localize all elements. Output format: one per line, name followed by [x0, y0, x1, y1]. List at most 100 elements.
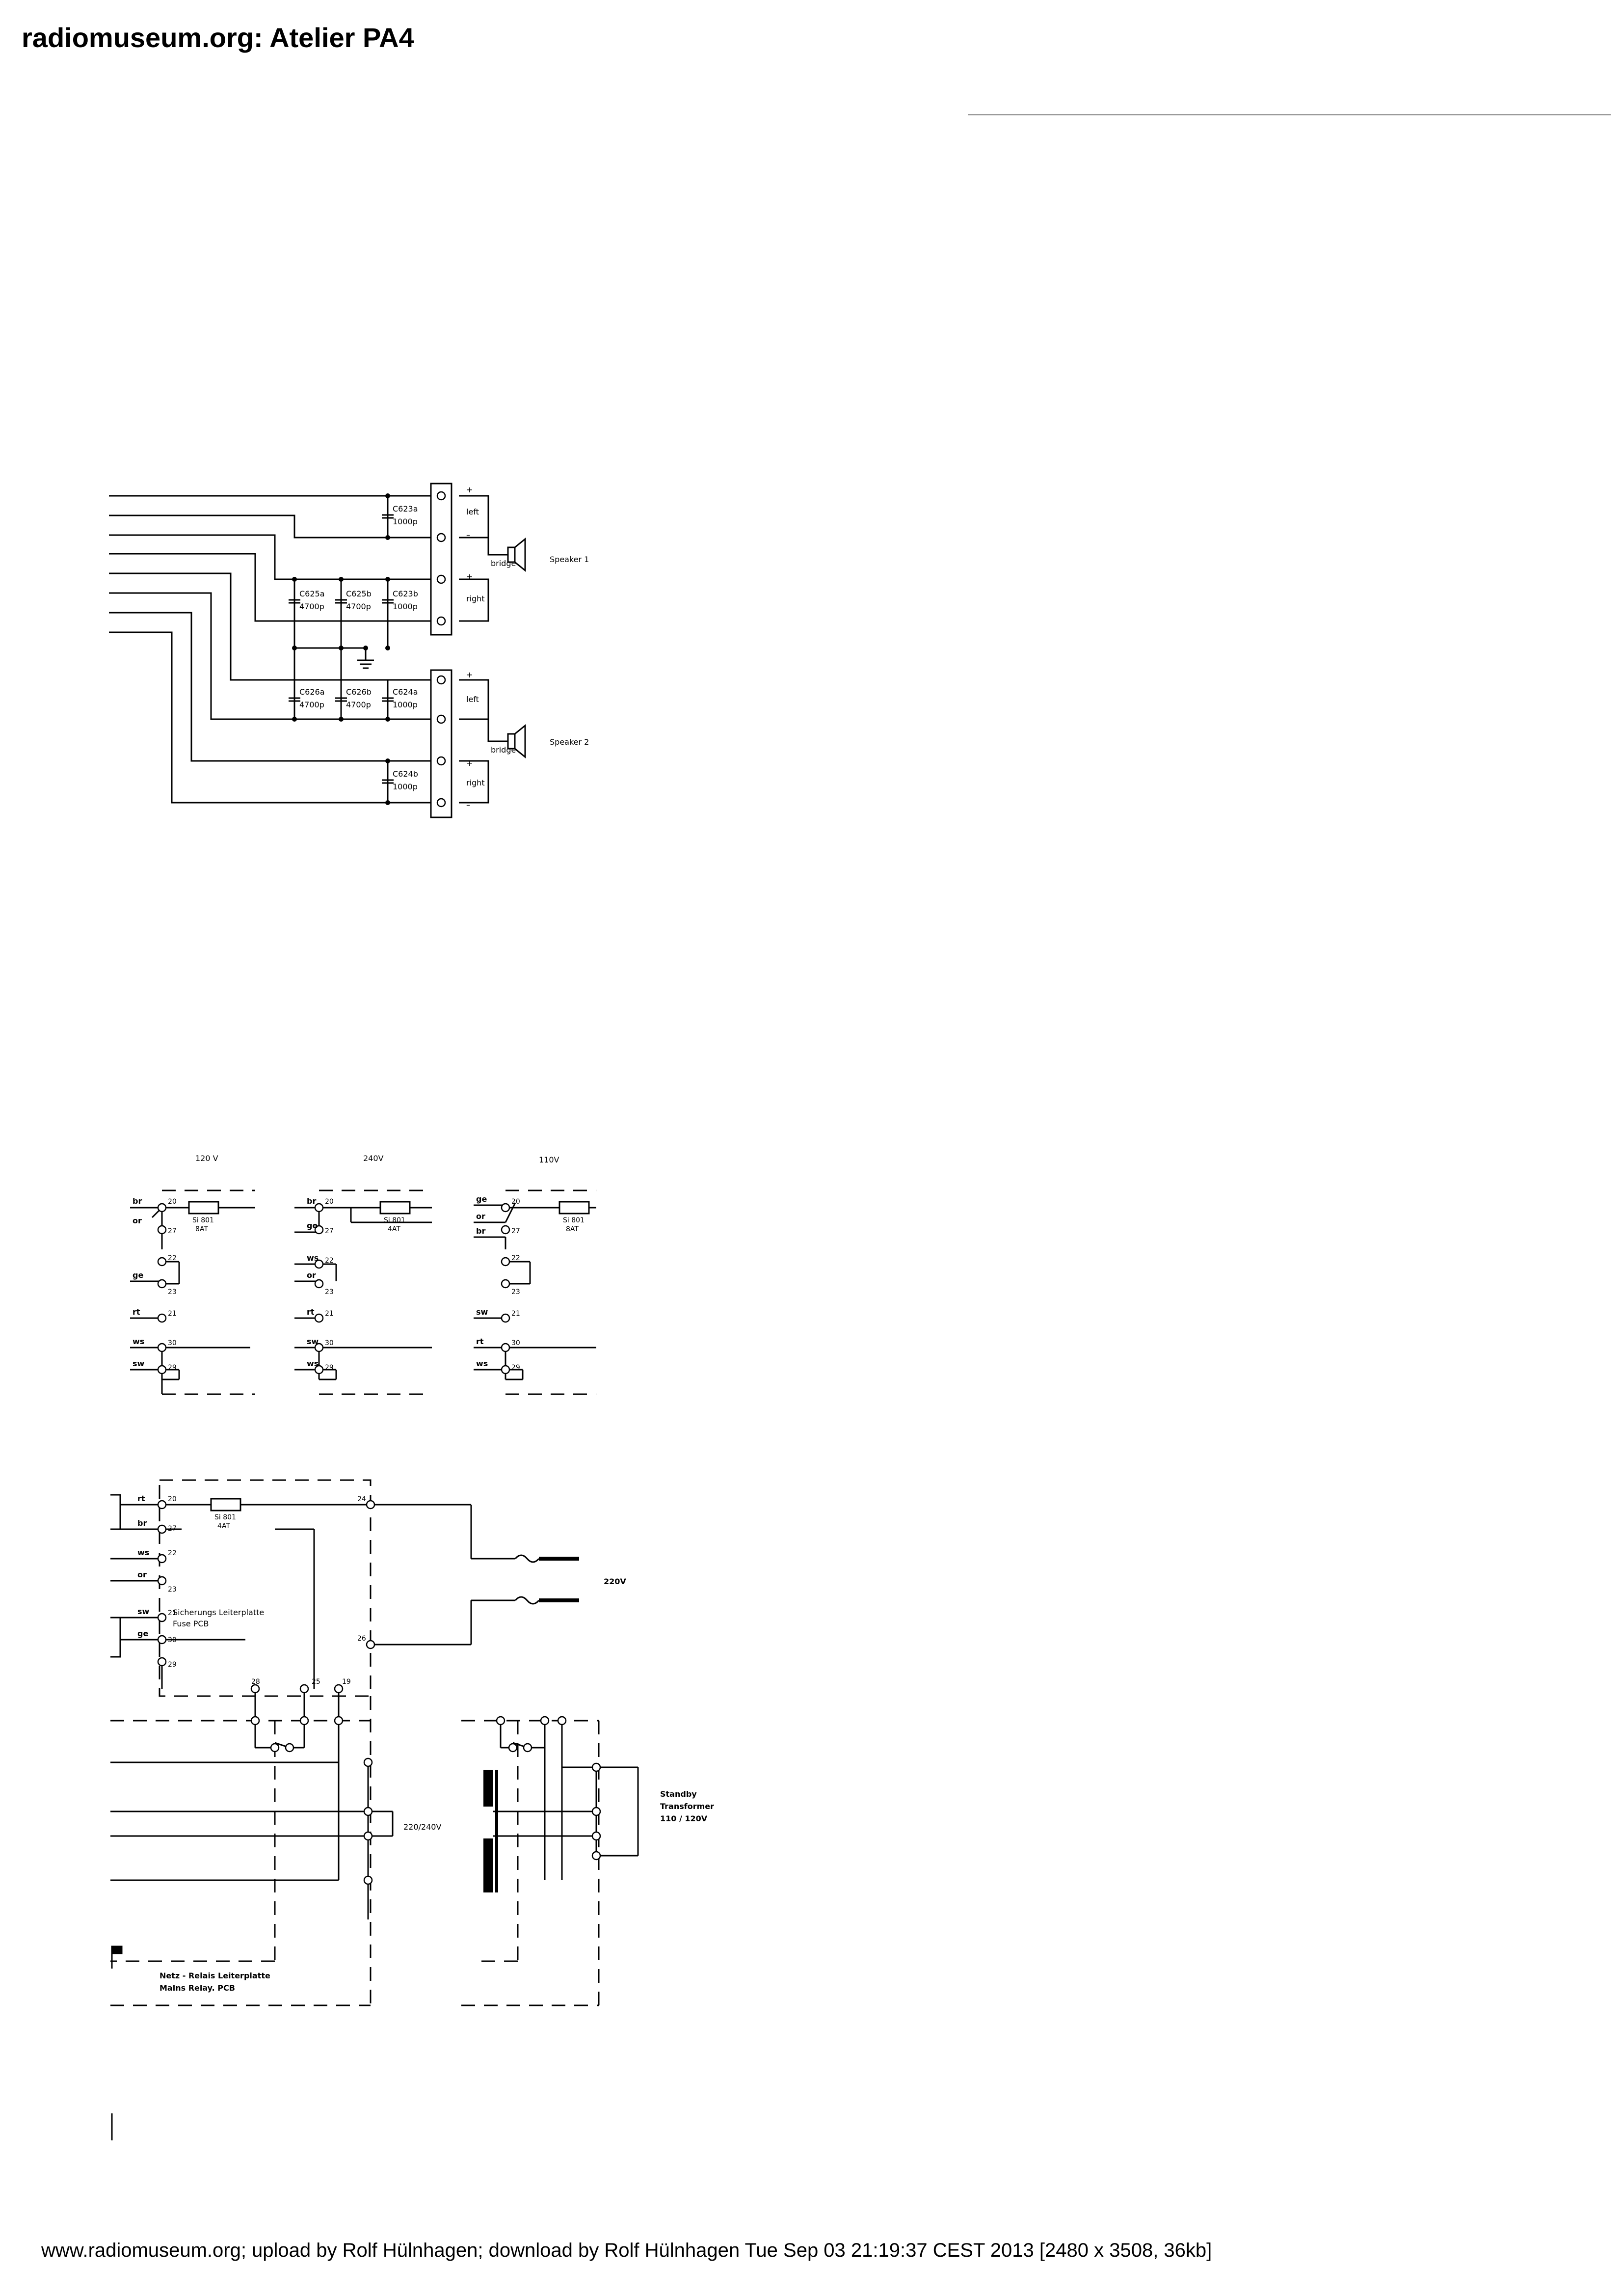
cap-label-c623b: C623b [393, 589, 418, 598]
wire-label: sw [137, 1607, 150, 1616]
fuse-pcb-label-en: Fuse PCB [173, 1619, 209, 1628]
wire-label: rt [476, 1337, 484, 1346]
standby-transformer-label: 110 / 120V [660, 1814, 708, 1823]
pin-number: 30 [325, 1339, 334, 1347]
pin-number: 22 [168, 1254, 177, 1262]
pin-number: 20 [511, 1198, 520, 1206]
wire-label: sw [307, 1337, 319, 1346]
pin-number: 23 [168, 1586, 177, 1594]
pin-number: 29 [168, 1364, 177, 1372]
cap-value-c626a: 4700p [299, 700, 324, 709]
pin-number: 30 [168, 1636, 177, 1644]
fuse-rating: 4AT [388, 1225, 400, 1233]
pin-number: 21 [511, 1310, 520, 1318]
cap-label-c623a: C623a [393, 504, 418, 513]
selector-voltage-240v: 240V [363, 1154, 384, 1163]
wire-label: rt [307, 1307, 315, 1317]
secondary-voltage-label: 220/240V [403, 1822, 441, 1832]
fuse-label: Si 801 [384, 1216, 405, 1224]
wire-label: br [307, 1196, 316, 1206]
output-terminal-labels: + left – bridge + right – + left – bridg… [466, 485, 589, 810]
plus-label: + [466, 758, 473, 768]
minus-label: – [466, 616, 470, 625]
cap-value-c624a: 1000p [393, 700, 418, 709]
pin-number: 21 [168, 1310, 177, 1318]
wire-label: ws [307, 1359, 319, 1368]
pin-number: 19 [342, 1678, 351, 1686]
speaker-1-label: Speaker 1 [550, 555, 589, 564]
wire-label: sw [476, 1307, 488, 1317]
minus-label: – [466, 714, 470, 724]
mains-terminals [157, 1500, 601, 1885]
fuse-pcb-label: Sicherungs Leiterplatte [173, 1608, 264, 1617]
pin-number: 24 [357, 1495, 366, 1503]
page-footer: www.radiomuseum.org; upload by Rolf Hüln… [41, 2240, 1212, 2261]
fuse-rating: 8AT [566, 1225, 579, 1233]
cap-value-c623b: 1000p [393, 602, 418, 611]
pin-number: 21 [325, 1310, 334, 1318]
pin-number: 27 [168, 1525, 177, 1533]
cap-label-c625a: C625a [299, 589, 325, 598]
pin-number: 22 [168, 1549, 177, 1557]
voltage-selector-section [130, 1189, 596, 1395]
pin-number: 30 [168, 1339, 177, 1347]
pin-number: 21 [168, 1609, 177, 1617]
wire-label: br [133, 1196, 142, 1206]
pin-number: 22 [325, 1257, 334, 1265]
wire-label: or [476, 1212, 485, 1221]
selector-voltage-110v: 110V [539, 1155, 559, 1164]
cap-label-c625b: C625b [346, 589, 372, 598]
right-label: right [466, 594, 485, 603]
wire-label: ws [476, 1359, 488, 1368]
wire-label: br [137, 1518, 147, 1528]
pin-number: 27 [511, 1227, 520, 1235]
wire-label: rt [133, 1307, 140, 1317]
wire-label: ge [137, 1629, 148, 1638]
left-label: left [466, 507, 479, 516]
wire-label: or [137, 1570, 147, 1579]
bridge-label: bridge [491, 559, 516, 568]
output-terminals [292, 491, 446, 808]
cap-label-c626b: C626b [346, 687, 372, 697]
wire-label: ws [307, 1253, 319, 1263]
pin-number: 22 [511, 1254, 520, 1262]
pin-number: 28 [251, 1678, 260, 1686]
standby-transformer-label: Transformer [660, 1802, 714, 1811]
scan-marks [111, 1945, 123, 2140]
cap-value-c625a: 4700p [299, 602, 324, 611]
mains-voltage-label: 220V [604, 1577, 626, 1586]
pin-number: 20 [168, 1198, 177, 1206]
wire-label: or [133, 1216, 142, 1225]
minus-label: – [466, 530, 470, 540]
cap-value-c626b: 4700p [346, 700, 371, 709]
left-label: left [466, 695, 479, 704]
wire-label: rt [137, 1494, 145, 1503]
bridge-label: bridge [491, 745, 516, 755]
mains-labels: rt br ws or sw ge 20 27 22 23 21 30 29 2… [137, 1494, 714, 1993]
selector-voltage-120v: 120 V [195, 1154, 218, 1163]
cap-label-c626a: C626a [299, 687, 325, 697]
fuse-rating: 8AT [195, 1225, 208, 1233]
plus-label: + [466, 485, 473, 494]
voltage-selector-labels: 120 V 240V 110V Si 801 8AT Si 801 4AT Si… [133, 1154, 585, 1372]
fuse-rating: 4AT [217, 1522, 230, 1530]
speaker-2-label: Speaker 2 [550, 737, 589, 747]
selector-block-110v [474, 1189, 596, 1395]
pin-number: 25 [312, 1678, 320, 1686]
cap-label-c624b: C624b [393, 769, 418, 779]
fuse-label: Si 801 [192, 1216, 214, 1224]
wire-label: or [307, 1270, 316, 1280]
wire-label: ge [307, 1221, 318, 1230]
wire-label: ge [476, 1194, 487, 1204]
pin-number: 27 [168, 1227, 177, 1235]
mains-section [110, 1479, 639, 2006]
selector-block-120v [130, 1189, 255, 1395]
pin-number: 30 [511, 1339, 520, 1347]
minus-label: – [466, 800, 470, 810]
pin-number: 20 [325, 1198, 334, 1206]
standby-transformer-core [483, 1770, 498, 1892]
wire-label: sw [133, 1359, 145, 1368]
pin-number: 29 [325, 1364, 334, 1372]
pin-number: 20 [168, 1495, 177, 1503]
